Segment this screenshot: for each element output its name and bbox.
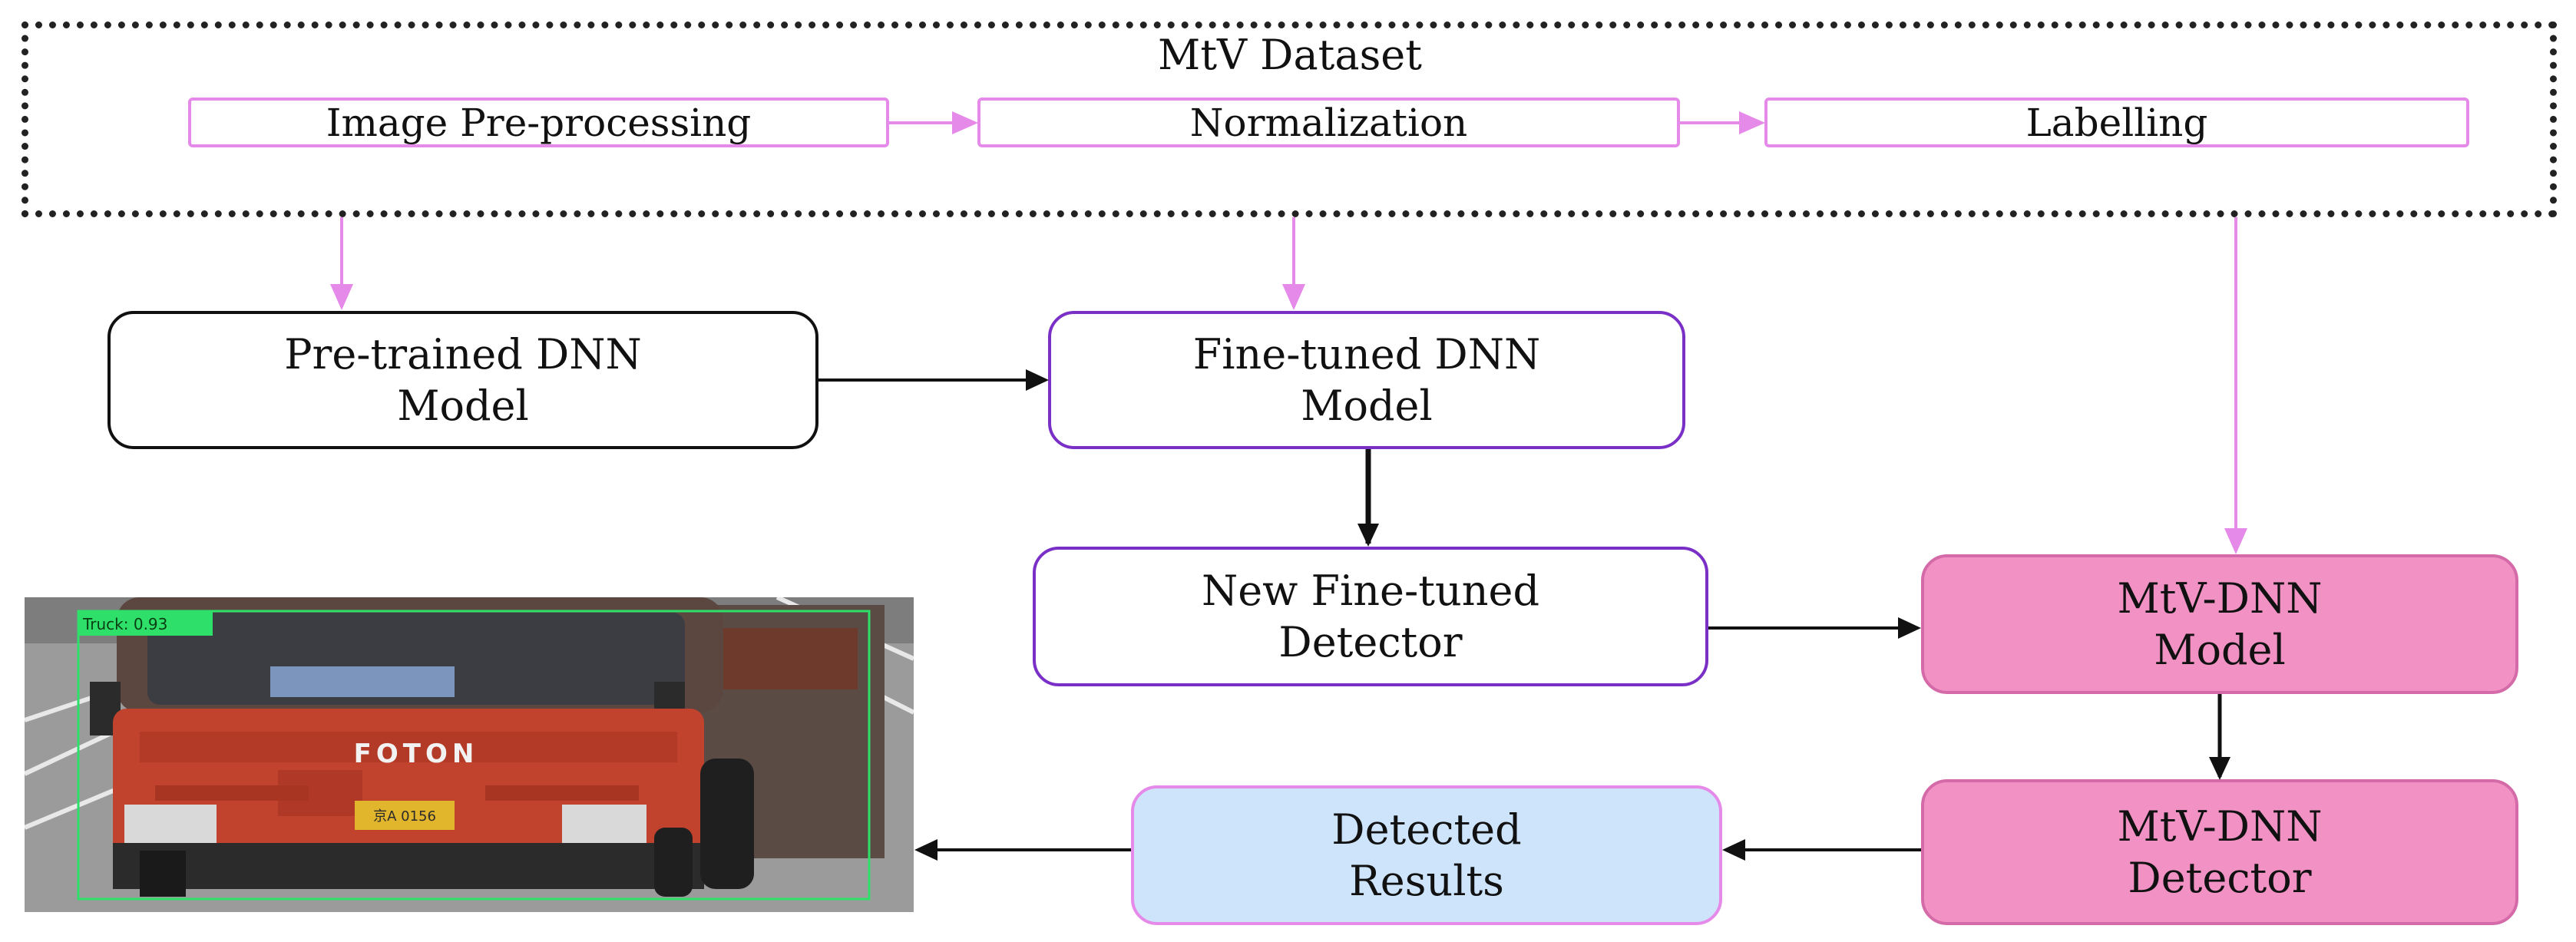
finetuned-line1: Fine-tuned DNN	[1192, 329, 1541, 378]
mtvdetector-line2: Detector	[2128, 854, 2312, 902]
finetuned-dnn-model: Fine-tuned DNN Model	[1048, 311, 1685, 449]
results-line2: Results	[1349, 857, 1504, 905]
mtvdetector-line1: MtV-DNN	[2117, 802, 2323, 851]
detected-results: Detected Results	[1131, 785, 1722, 925]
pretrained-dnn-model: Pre-trained DNN Model	[107, 311, 818, 449]
mtv-dnn-model: MtV-DNN Model	[1921, 554, 2518, 694]
truck-illustration	[25, 597, 914, 912]
step-normalization: Normalization	[977, 98, 1680, 147]
mtvmodel-line1: MtV-DNN	[2117, 573, 2323, 623]
step-labelling: Labelling	[1764, 98, 2469, 147]
newdetector-line2: Detector	[1278, 618, 1463, 666]
step-image-preprocessing: Image Pre-processing	[188, 98, 889, 147]
finetuned-line2: Model	[1301, 382, 1433, 430]
mtv-dnn-detector: MtV-DNN Detector	[1921, 779, 2518, 925]
new-finetuned-detector: New Fine-tuned Detector	[1033, 547, 1708, 686]
newdetector-line1: New Fine-tuned	[1201, 566, 1540, 615]
pretrained-line2: Model	[397, 382, 529, 430]
mtvmodel-line2: Model	[2154, 626, 2286, 674]
pretrained-line1: Pre-trained DNN	[284, 329, 642, 378]
detection-photo: Truck: 0.93 FOTON 京A 0156	[25, 597, 914, 912]
truck-plate: 京A 0156	[373, 808, 436, 825]
dataset-frame	[21, 21, 2557, 217]
results-line1: Detected	[1331, 805, 1522, 854]
detection-label: Truck: 0.93	[83, 615, 168, 633]
truck-brand: FOTON	[353, 739, 479, 769]
dataset-title: MtV Dataset	[1158, 30, 1422, 79]
